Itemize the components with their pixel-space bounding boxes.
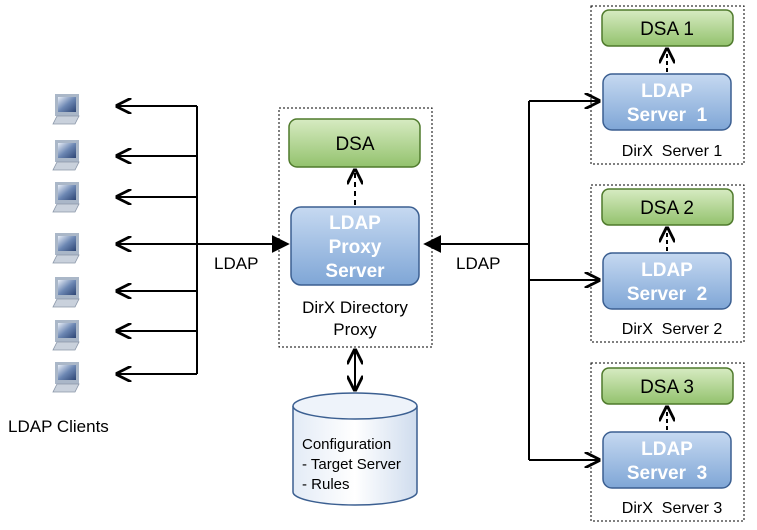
proxy-caption-line1: DirX Directory xyxy=(302,298,408,317)
proxy-dsa-box[interactable]: DSA xyxy=(288,118,421,168)
clients-label: LDAP Clients xyxy=(8,417,109,436)
proxy-caption-line2: Proxy xyxy=(333,320,377,339)
server-3-ldap-box[interactable]: LDAP Server 3 xyxy=(602,431,732,489)
server-3-line2: Server 3 xyxy=(627,463,707,484)
server-3-line1: LDAP xyxy=(641,439,693,460)
server-2-ldap-box[interactable]: LDAP Server 2 xyxy=(602,252,732,310)
server-3-dsa-box[interactable]: DSA 3 xyxy=(601,367,734,405)
server-2-line2: Server 2 xyxy=(627,284,707,305)
proxy-server-line1: LDAP xyxy=(329,213,381,234)
right-ldap-label: LDAP xyxy=(456,254,500,273)
server-1-dsa-box[interactable]: DSA 1 xyxy=(601,9,734,47)
proxy-server-line3: Server xyxy=(325,261,385,282)
server-3-dsa-label: DSA 3 xyxy=(640,377,694,398)
server-1-dsa-label: DSA 1 xyxy=(640,19,694,40)
proxy-server-line2: Proxy xyxy=(329,237,382,258)
client-computer-icon xyxy=(52,233,80,264)
server-1-caption: DirX Server 1 xyxy=(622,143,723,160)
server-1-line1: LDAP xyxy=(641,81,693,102)
server-2-dsa-label: DSA 2 xyxy=(640,198,694,219)
config-item-target-server: - Target Server xyxy=(302,456,401,473)
client-computer-icon xyxy=(52,94,80,125)
server-3-container xyxy=(590,362,745,522)
server-2-caption: DirX Server 2 xyxy=(622,321,723,338)
server-1-container xyxy=(590,5,745,165)
configuration-database[interactable]: Configuration - Target Server - Rules xyxy=(292,392,418,506)
server-2-line1: LDAP xyxy=(641,260,693,281)
proxy-container xyxy=(278,107,433,348)
config-item-rules: - Rules xyxy=(302,476,350,493)
server-3-caption: DirX Server 3 xyxy=(622,500,723,517)
server-1-line2: Server 1 xyxy=(627,105,708,126)
server-connections xyxy=(423,101,599,460)
left-ldap-label: LDAP xyxy=(214,254,258,273)
client-computer-icon xyxy=(52,362,80,393)
proxy-server-box[interactable]: LDAP Proxy Server xyxy=(290,206,420,286)
config-title: Configuration xyxy=(302,436,391,453)
client-computer-icon xyxy=(52,277,80,308)
proxy-dsa-label: DSA xyxy=(335,134,374,155)
client-computer-icon xyxy=(52,140,80,171)
server-2-container xyxy=(590,184,745,343)
client-computer-icon xyxy=(52,182,80,213)
client-computer-icon xyxy=(52,320,80,351)
server-1-ldap-box[interactable]: LDAP Server 1 xyxy=(602,73,732,131)
server-2-dsa-box[interactable]: DSA 2 xyxy=(601,188,734,226)
client-connections xyxy=(117,106,290,374)
